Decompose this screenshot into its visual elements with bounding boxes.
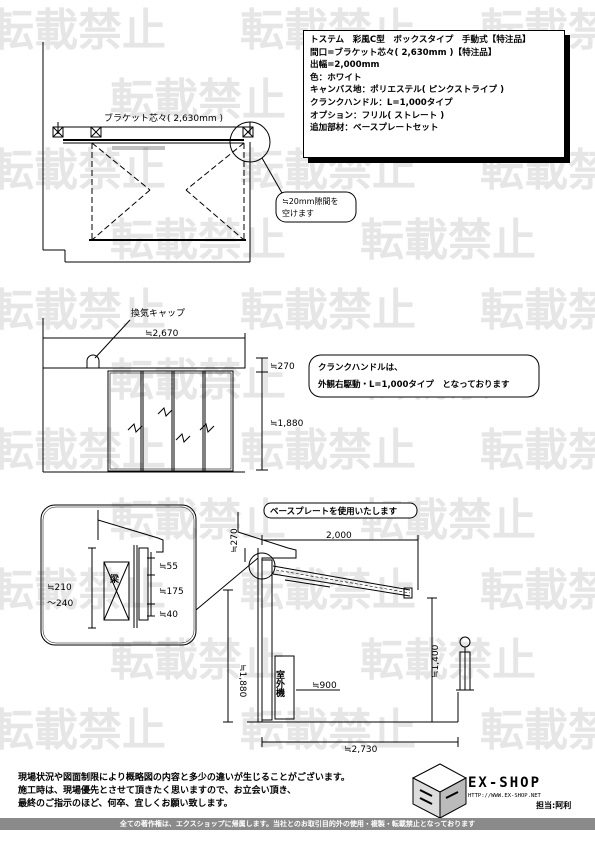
- brand-url: HTTP://WWW.EX-SHOP.NET: [468, 793, 541, 799]
- spec-product: トステム 彩風C型 ボックスタイプ 手動式【特注品】: [310, 35, 531, 45]
- front-elevation: [42, 318, 268, 473]
- note-line3: 最終のご指示のほど、何卒、宜しくお願い致します。: [18, 799, 233, 809]
- spec-color: 色：ホワイト: [310, 72, 362, 83]
- watermark-text: 転載禁止: [240, 425, 416, 476]
- watermark-text: 転載禁止: [110, 355, 286, 406]
- gap-note-bubble: [275, 191, 357, 223]
- brand-name: EX-SHOP: [468, 775, 542, 791]
- baseplate-note: ベースプレートを使用いたします: [270, 506, 398, 517]
- crank-note-line1: クランクハンドルは、: [318, 362, 403, 373]
- watermark-text: 転載禁止: [110, 75, 286, 126]
- section-height: ≒1,880: [237, 664, 247, 698]
- elevation-height: ≒1,880: [270, 419, 304, 429]
- watermark-text: 転載禁止: [0, 5, 166, 56]
- spec-projection: 出幅=2,000mm: [310, 60, 380, 71]
- section-projection: 2,000: [326, 531, 352, 541]
- section-depth: ≒2,730: [344, 745, 378, 755]
- watermark-text: 転載禁止: [360, 635, 536, 686]
- watermark-text: 転載禁止: [110, 495, 286, 546]
- vent-cap-label: 換気キャップ: [131, 307, 185, 319]
- watermark-text: 転載禁止: [240, 285, 416, 336]
- detail-height-2: ～240: [47, 599, 73, 609]
- crank-note-line2: 外観右駆動・L=1,000タイプ となっております: [317, 379, 510, 390]
- detail-d55: ≒55: [159, 562, 178, 572]
- watermark-text: 転載禁止: [480, 285, 595, 336]
- outdoor-unit-label: 室外機: [274, 669, 286, 698]
- spec-option: オプション：フリル( ストレート ): [310, 110, 445, 121]
- watermark-text: 転載禁止: [240, 565, 416, 616]
- detail-height-1: ≒210: [47, 583, 72, 593]
- bracket-dimension: ブラケット芯々( 2,630mm ): [104, 112, 223, 124]
- spec-additional: 追加部材：ベースプレートセット: [310, 123, 439, 134]
- side-section: [223, 502, 474, 747]
- spec-panel: トステム 彩風C型 ボックスタイプ 手動式【特注品】 間口=ブラケット芯々( 2…: [303, 30, 565, 158]
- note-line2: 施工時は、現場優先とさせて頂きたく思いますので、お立会い頂き、: [18, 786, 297, 796]
- watermark-text: 転載禁止: [0, 705, 166, 756]
- plan-view: [42, 42, 283, 263]
- elevation-width: ≒2,670: [145, 329, 179, 339]
- watermark-text: 転載禁止: [0, 565, 166, 616]
- note-line1: 現場状況や図面制限により概略図の内容と多少の違いが生じることがございます。: [18, 773, 350, 783]
- detail-d175: ≒175: [159, 587, 184, 597]
- site-notes: 現場状況や図面制限により概略図の内容と多少の違いが生じることがございます。 施工…: [18, 772, 350, 811]
- watermark-text: 転載禁止: [0, 285, 166, 336]
- spec-canvas: キャンバス地：ポリエステル( ピンクストライプ ): [310, 85, 505, 96]
- spec-crank: クランクハンドル：L=1,000タイプ: [310, 97, 453, 108]
- spec-width: 間口=ブラケット芯々( 2,630mm )【特注品】: [310, 47, 497, 58]
- watermark-text: 転載禁止: [110, 635, 286, 686]
- watermark-text: 転載禁止: [480, 425, 595, 476]
- gap-note-line1: ≒20mm隙間を: [282, 196, 338, 206]
- watermark-text: 転載禁止: [360, 215, 536, 266]
- copyright-footer: 全ての著作権は、エクスショップに帰属します。当社とのお取引目的外の使用・複製・転…: [0, 818, 595, 830]
- unit-gap: ≒900: [312, 681, 337, 691]
- staff-label: 担当:阿利: [536, 801, 572, 810]
- beam-label: 梁: [109, 573, 120, 585]
- elevation-top: ≒270: [270, 362, 295, 372]
- watermark-text: 転載禁止: [480, 565, 595, 616]
- watermark-text: 転載禁止: [0, 425, 166, 476]
- gap-note-line2: 空けます: [282, 208, 314, 218]
- watermark-text: 転載禁止: [0, 145, 166, 196]
- section-top: ≒270: [230, 528, 240, 553]
- ex-shop-logo-icon: [411, 763, 468, 819]
- section-front-height: ≒1,400: [431, 644, 441, 678]
- watermark-text: 転載禁止: [240, 705, 416, 756]
- crank-note-bubble: [308, 354, 540, 398]
- detail-d40: ≒40: [159, 610, 178, 620]
- watermark-text: 転載禁止: [480, 705, 595, 756]
- bracket-detail: [40, 504, 259, 646]
